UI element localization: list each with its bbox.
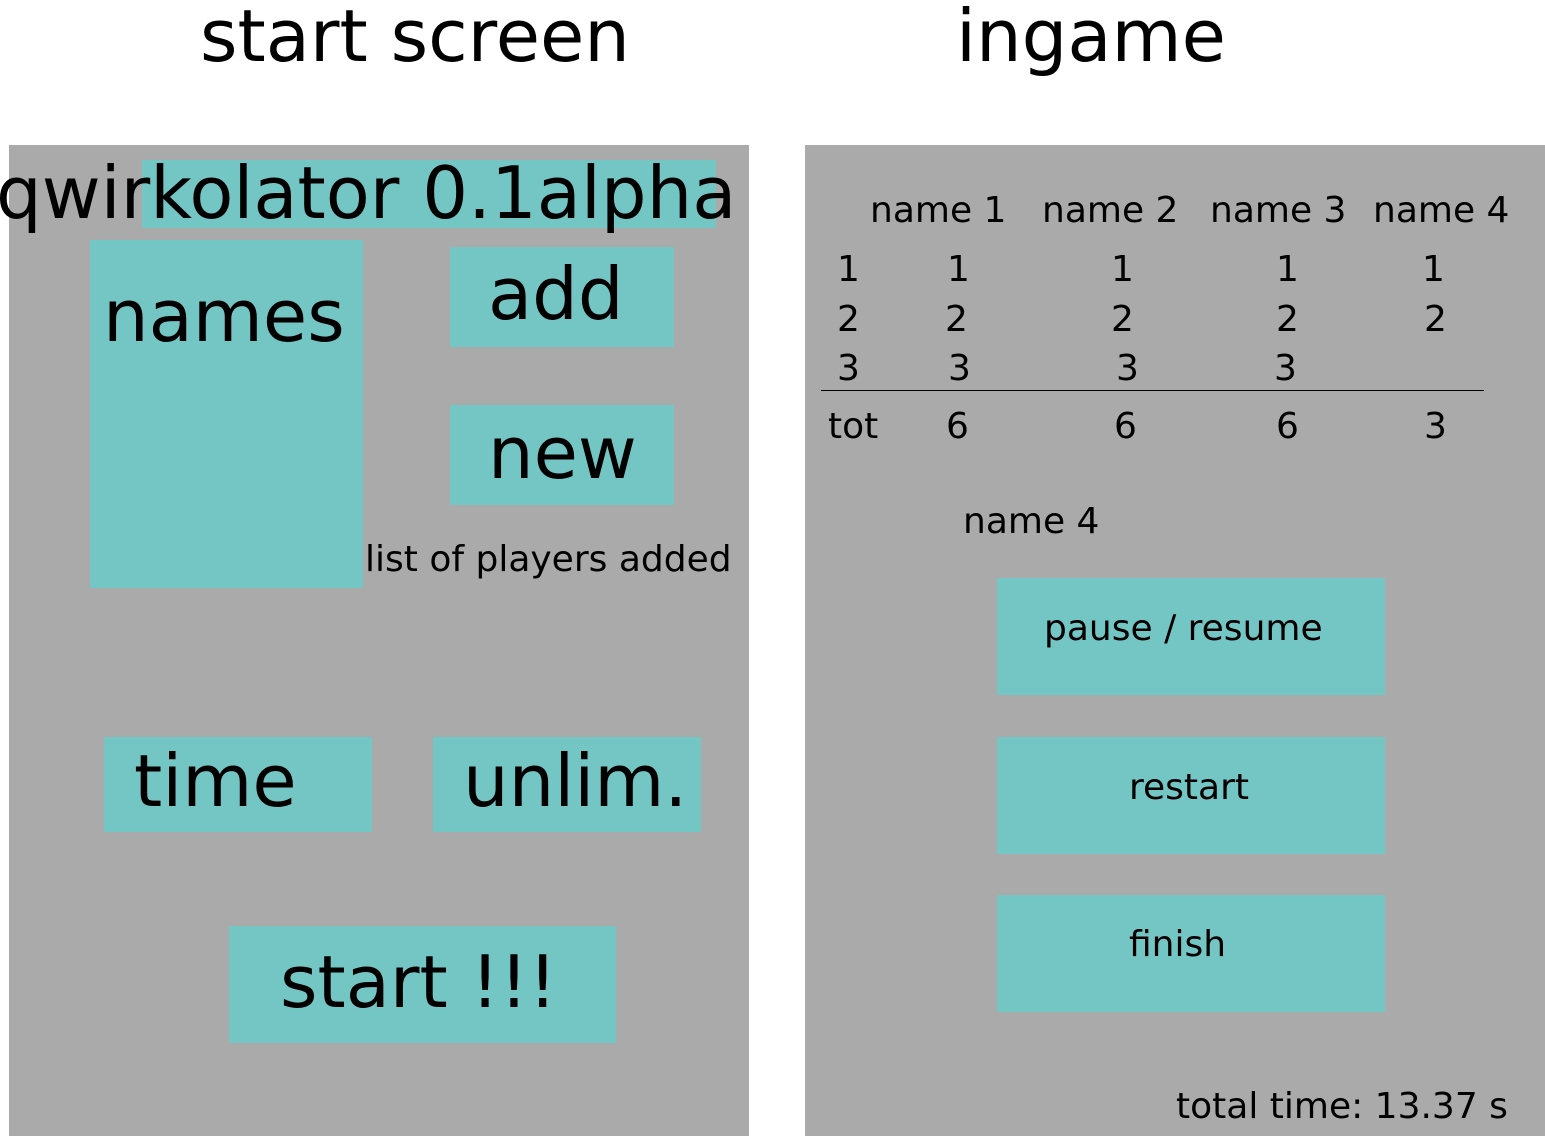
restart-label: restart [1129, 767, 1250, 808]
start-screen-heading: start screen [200, 0, 630, 78]
score-divider [821, 390, 1484, 391]
score-cell: 1 [1422, 249, 1445, 290]
new-game-button[interactable]: new [450, 405, 674, 505]
players-list-caption: list of players added [365, 539, 732, 580]
round-number: 2 [837, 299, 860, 340]
time-limit-button[interactable]: time [104, 737, 372, 832]
unlimited-time-label: unlim. [463, 739, 688, 823]
unlimited-time-button[interactable]: unlim. [433, 737, 701, 832]
score-cell: 3 [1274, 348, 1297, 389]
add-player-button[interactable]: add [450, 247, 674, 347]
finish-label: finish [1129, 924, 1227, 965]
add-player-label: add [488, 252, 624, 336]
new-game-label: new [488, 411, 637, 495]
total-score: 6 [1114, 406, 1137, 447]
ingame-heading: ingame [956, 0, 1226, 78]
score-cell: 1 [1276, 249, 1299, 290]
time-limit-label: time [134, 739, 297, 823]
total-score: 6 [946, 406, 969, 447]
round-number: 1 [837, 249, 860, 290]
current-player-name: name 4 [963, 501, 1100, 542]
pause-resume-button[interactable]: pause / resume [997, 578, 1385, 695]
start-game-button[interactable]: start !!! [229, 926, 616, 1043]
player-names-list[interactable] [90, 240, 363, 588]
total-score: 6 [1276, 406, 1299, 447]
score-cell: 2 [945, 299, 968, 340]
player-name-header: name 3 [1210, 190, 1347, 231]
app-title: qwirkolator 0.1alpha [0, 151, 737, 235]
score-cell: 2 [1276, 299, 1299, 340]
total-score: 3 [1424, 406, 1447, 447]
finish-button[interactable]: finish [997, 895, 1385, 1012]
round-number: 3 [837, 348, 860, 389]
player-name-header: name 2 [1042, 190, 1179, 231]
score-cell: 2 [1424, 299, 1447, 340]
pause-resume-label: pause / resume [1044, 608, 1323, 649]
total-label: tot [828, 406, 879, 447]
score-cell: 3 [1116, 348, 1139, 389]
score-cell: 1 [947, 249, 970, 290]
player-name-header: name 4 [1373, 190, 1510, 231]
score-cell: 1 [1111, 249, 1134, 290]
total-time: total time: 13.37 s [1176, 1086, 1508, 1127]
app-title-bar [142, 160, 716, 228]
score-cell: 2 [1111, 299, 1134, 340]
player-name-header: name 1 [870, 190, 1007, 231]
restart-button[interactable]: restart [997, 737, 1385, 854]
player-names-label: names [103, 274, 345, 358]
score-cell: 3 [948, 348, 971, 389]
start-game-label: start !!! [280, 940, 558, 1024]
